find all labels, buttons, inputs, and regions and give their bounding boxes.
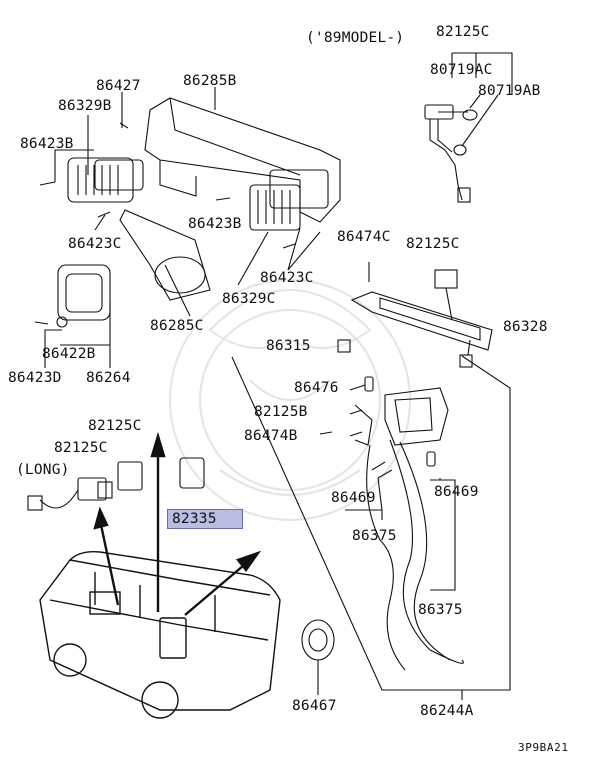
part-label-86329C[interactable]: 86329C (222, 291, 276, 307)
part-label-86375-left[interactable]: 86375 (352, 528, 397, 544)
watermark-emblem (169, 279, 411, 521)
part-label-86469-right[interactable]: 86469 (434, 484, 479, 500)
arrows (93, 431, 262, 616)
long-note: (LONG) (16, 462, 70, 478)
part-label-86264[interactable]: 86264 (86, 370, 131, 386)
connector-82125C-b (117, 461, 143, 491)
part-label-86375-right[interactable]: 86375 (418, 602, 463, 618)
diagram-code: 3P9BA21 (518, 741, 569, 754)
part-label-82125C-low-b[interactable]: 82125C (54, 440, 108, 456)
part-label-86329B[interactable]: 86329B (58, 98, 112, 114)
part-label-86423C-left[interactable]: 86423C (68, 236, 122, 252)
part-label-86244A[interactable]: 86244A (420, 703, 474, 719)
part-label-86328[interactable]: 86328 (503, 319, 548, 335)
part-label-86423C-mid[interactable]: 86423C (260, 270, 314, 286)
part-label-86476[interactable]: 86476 (294, 380, 339, 396)
part-label-86423D[interactable]: 86423D (8, 370, 62, 386)
harness-82125C-top (424, 94, 499, 203)
bracket-frame (231, 355, 511, 691)
part-label-82125C-top[interactable]: 82125C (436, 24, 490, 40)
vent-86329C (249, 169, 329, 231)
model-note: ('89MODEL-) (306, 30, 405, 46)
part-label-86474C[interactable]: 86474C (337, 229, 391, 245)
part-label-82335-highlighted[interactable]: 82335 (167, 509, 243, 529)
cover-86264 (57, 264, 111, 321)
connector-82125C-long (27, 477, 113, 511)
part-label-82125B[interactable]: 82125B (254, 404, 308, 420)
cable-86375 (389, 439, 464, 664)
duct-86285C (119, 209, 211, 301)
clip-86422B (56, 316, 68, 328)
part-label-86285B[interactable]: 86285B (183, 73, 237, 89)
part-label-80719AB[interactable]: 80719AB (478, 83, 541, 99)
lock-mechanism (354, 376, 449, 446)
part-label-86423B-mid[interactable]: 86423B (188, 216, 242, 232)
plug-86467 (301, 619, 335, 695)
vent-86329B (67, 157, 144, 203)
panel-86328 (350, 269, 493, 368)
part-label-86467[interactable]: 86467 (292, 698, 337, 714)
van-outline (39, 550, 281, 719)
part-label-86427[interactable]: 86427 (96, 78, 141, 94)
part-label-86285C[interactable]: 86285C (150, 318, 204, 334)
screws (34, 122, 333, 435)
roof-duct-86285B (144, 87, 341, 223)
part-label-86474B[interactable]: 86474B (244, 428, 298, 444)
part-label-86422B[interactable]: 86422B (42, 346, 96, 362)
leader-lines-left (44, 92, 321, 368)
part-label-80719AC[interactable]: 80719AC (430, 62, 493, 78)
switch-82335 (179, 457, 205, 489)
part-label-86315[interactable]: 86315 (266, 338, 311, 354)
part-label-82125C-right[interactable]: 82125C (406, 236, 460, 252)
part-label-86469-left[interactable]: 86469 (331, 490, 376, 506)
part-label-82125C-low-a[interactable]: 82125C (88, 418, 142, 434)
part-label-86423B-left[interactable]: 86423B (20, 136, 74, 152)
bracket-80719 (451, 52, 513, 95)
